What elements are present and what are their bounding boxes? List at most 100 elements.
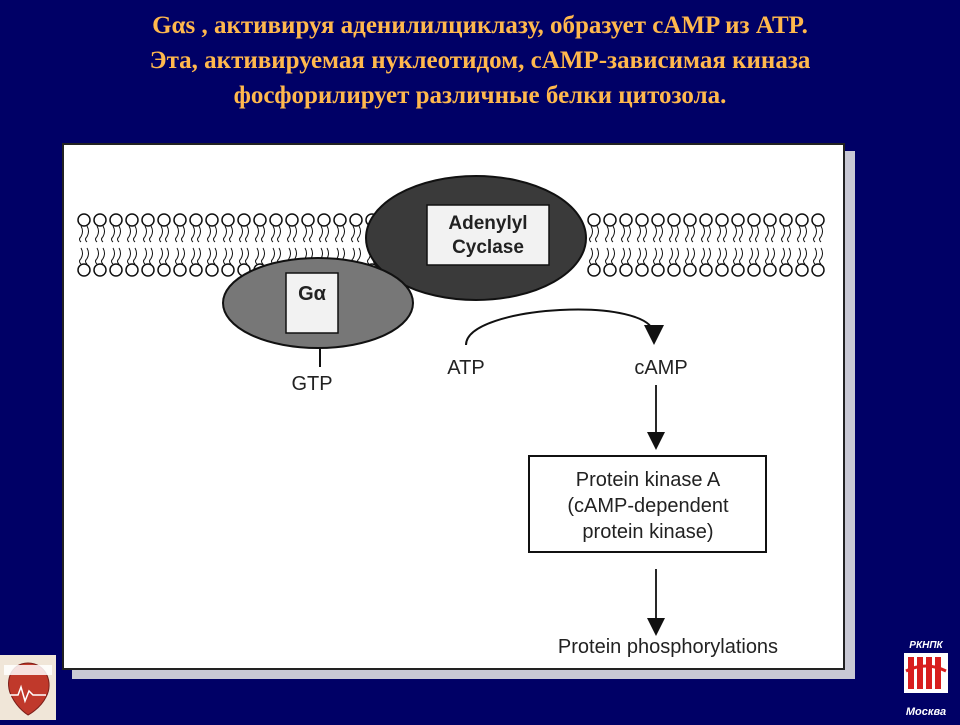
lipid-tail xyxy=(325,225,329,243)
lipid-tail xyxy=(717,225,721,243)
lipid-tail xyxy=(111,247,115,265)
lipid-tail xyxy=(637,225,641,243)
lipid-tail xyxy=(79,225,83,243)
lipid-tail xyxy=(771,225,775,243)
lipid-head xyxy=(715,263,729,277)
lipid-tail xyxy=(95,247,99,265)
lipid-head xyxy=(157,213,171,227)
lipid-tail xyxy=(149,247,153,265)
adenylyl-label-1: Adenylyl xyxy=(448,213,527,234)
lipid-head xyxy=(237,213,251,227)
lipid-head xyxy=(683,263,697,277)
g-alpha-label-box xyxy=(285,272,339,334)
lipid-tail xyxy=(165,247,169,265)
lipid-tail xyxy=(277,225,281,243)
lipid-tail xyxy=(627,247,631,265)
lipid-tail xyxy=(637,247,641,265)
lipid-tail xyxy=(781,225,785,243)
lipid-tail xyxy=(85,225,89,243)
lipid-tail xyxy=(707,247,711,265)
lipid-tail xyxy=(669,225,673,243)
lipid-tail xyxy=(149,225,153,243)
lipid-tail xyxy=(255,247,259,265)
phosphorylation-label: Protein phosphorylations xyxy=(558,636,778,658)
lipid-tail xyxy=(675,225,679,243)
lipid-tail xyxy=(271,247,275,265)
lipid-tail xyxy=(765,225,769,243)
lipid-head xyxy=(779,263,793,277)
lipid-tail xyxy=(213,225,217,243)
lipid-tail xyxy=(605,225,609,243)
lipid-tail xyxy=(739,225,743,243)
lipid-tail xyxy=(335,225,339,243)
slide-title: Gαs , активируя аденилилциклазу, образуе… xyxy=(20,8,940,113)
lipid-head xyxy=(285,213,299,227)
rknpk-bottom-label: Москва xyxy=(905,706,947,718)
lipid-head xyxy=(715,213,729,227)
lipid-tail xyxy=(755,247,759,265)
lipid-tail xyxy=(319,225,323,243)
lipid-head xyxy=(731,263,745,277)
lipid-tail xyxy=(611,247,615,265)
lipid-tail xyxy=(175,225,179,243)
lipid-tail xyxy=(819,247,823,265)
lipid-tail xyxy=(755,225,759,243)
lipid-tail xyxy=(213,247,217,265)
lipid-tail xyxy=(765,247,769,265)
diagram-panel: Adenylyl Cyclase Gα GTP ATP cAMP Protein… xyxy=(62,143,845,670)
title-line-2: Эта, активируемая нуклеотидом, cAMP-зави… xyxy=(149,47,811,74)
lipid-head xyxy=(125,213,139,227)
lipid-tail xyxy=(589,225,593,243)
lipid-tail xyxy=(101,225,105,243)
lipid-tail xyxy=(133,225,137,243)
adenylyl-label-2: Cyclase xyxy=(452,237,524,258)
lipid-tail xyxy=(207,225,211,243)
lipid-head xyxy=(157,263,171,277)
lipid-head xyxy=(93,263,107,277)
lipid-tail xyxy=(261,225,265,243)
lipid-head xyxy=(125,263,139,277)
lipid-tail xyxy=(293,225,297,243)
lipid-head xyxy=(333,213,347,227)
lipid-tail xyxy=(813,225,817,243)
lipid-tail xyxy=(669,247,673,265)
lipid-tail xyxy=(197,247,201,265)
lipid-tail xyxy=(813,247,817,265)
lipid-tail xyxy=(207,247,211,265)
atp-to-camp-arrow xyxy=(465,308,664,346)
lipid-tail xyxy=(245,247,249,265)
camp-label: cAMP xyxy=(634,357,687,379)
lipid-head xyxy=(221,263,235,277)
lipid-head xyxy=(173,263,187,277)
lipid-tail xyxy=(675,247,679,265)
title-line-1: Gαs , активируя аденилилциклазу, образуе… xyxy=(152,12,808,39)
lipid-head xyxy=(811,213,825,227)
lipid-tail xyxy=(701,225,705,243)
lipid-tail xyxy=(181,247,185,265)
lipid-tail xyxy=(271,225,275,243)
lipid-head xyxy=(173,213,187,227)
lipid-tail xyxy=(659,247,663,265)
lipid-head xyxy=(603,213,617,227)
lipid-tail xyxy=(733,225,737,243)
lipid-head xyxy=(651,263,665,277)
lipid-tail xyxy=(357,225,361,243)
lipid-tail xyxy=(229,225,233,243)
signaling-diagram: Adenylyl Cyclase Gα GTP ATP cAMP Protein… xyxy=(77,175,825,658)
rknpk-logo-graphic xyxy=(904,653,948,693)
lipid-head xyxy=(141,263,155,277)
lipid-tail xyxy=(229,247,233,265)
lipid-tail xyxy=(303,225,307,243)
lipid-tail xyxy=(685,247,689,265)
pka-label-2: (cAMP-dependent xyxy=(567,495,729,517)
lipid-tail xyxy=(659,225,663,243)
lipid-tail xyxy=(787,225,791,243)
lipid-tail xyxy=(691,225,695,243)
lipid-head xyxy=(189,213,203,227)
lipid-tail xyxy=(643,247,647,265)
lipid-tail xyxy=(803,247,807,265)
lipid-tail xyxy=(589,247,593,265)
lipid-tail xyxy=(165,225,169,243)
lipid-bilayer xyxy=(77,213,825,277)
lipid-tail xyxy=(101,247,105,265)
